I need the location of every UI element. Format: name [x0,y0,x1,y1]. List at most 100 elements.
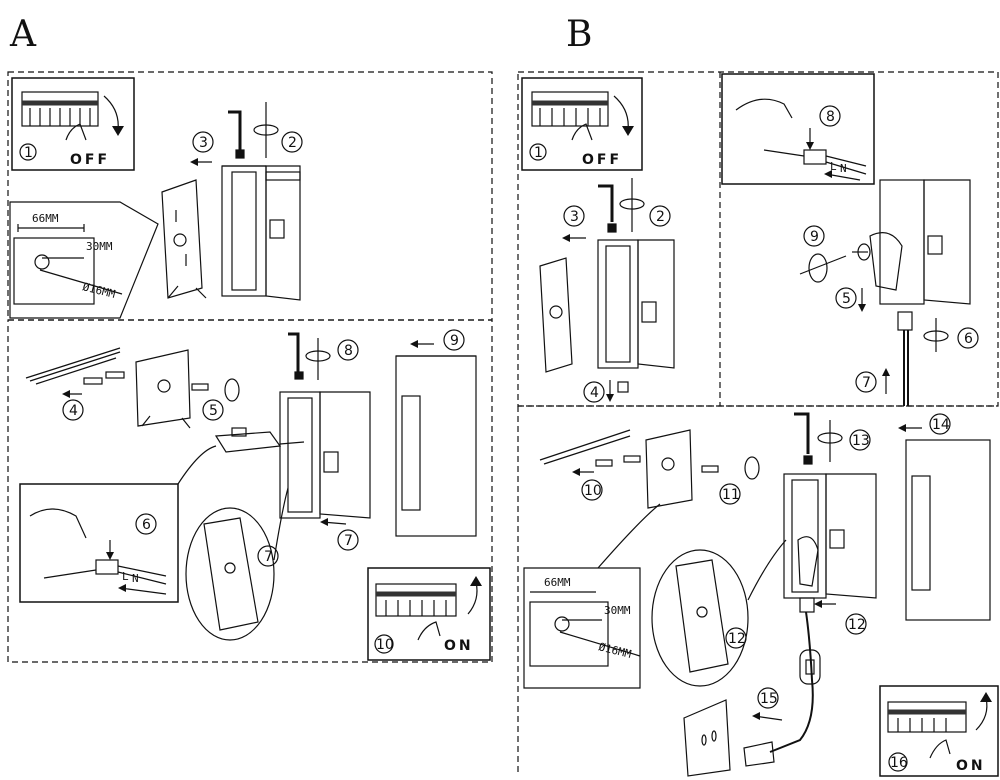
dim-width-label: 66MM [32,212,59,225]
section-a-label: A [9,14,37,55]
svg-text:3: 3 [570,209,579,225]
step-badge-b7 [855,371,877,393]
step-badge-b6 [957,327,979,349]
finger-icon [735,98,793,119]
svg-text:2: 2 [288,135,297,151]
step-badge-b2 [649,205,671,227]
lamp-housing-mounted [279,391,371,519]
svg-text:N: N [840,162,847,175]
screws [191,378,240,402]
svg-text:12: 12 [848,617,866,633]
lamp-housing [221,165,301,301]
svg-text:N: N [132,572,139,585]
dim-hole-label: Ø16MM [81,280,117,301]
step-badge-b4 [583,381,605,403]
dim-offset-label-b: 30MM [604,604,631,617]
rotate-arrow-icon [613,95,629,131]
screw-icon [607,223,617,233]
svg-text:4: 4 [69,403,78,419]
svg-text:10: 10 [376,637,394,653]
step-badge-10 [374,634,394,654]
step-badge-b5 [835,287,857,309]
breaker-off-panel: 1 OFF [11,77,135,171]
step-badge-9 [443,329,465,351]
rotation-arrow-icon [799,255,847,275]
power-cable [769,611,814,753]
on-label: ON [444,638,474,654]
off-label: OFF [70,152,110,168]
step-badge-b12b [845,613,867,635]
detail-zoom-circle-b: 12 [651,539,787,687]
panel-b-top [517,71,999,407]
svg-text:13: 13 [852,433,870,449]
svg-text:9: 9 [810,229,819,245]
dimension-callout-b: 66MM 30MM Ø16MM [523,503,661,689]
svg-text:7: 7 [862,375,871,391]
step-badge-b8 [819,105,841,127]
wall-bracket-b [645,429,693,509]
screw-icon [235,149,245,159]
inline-switch-icon [799,649,821,685]
screw-anchors [62,371,125,398]
svg-text:4: 4 [590,385,599,401]
step-badge-6 [135,513,157,535]
step-badge-2 [281,131,303,153]
section-a: 1 OFF 3 2 [7,71,493,663]
svg-text:6: 6 [142,517,151,533]
finger-icon [29,508,87,539]
lamp-shade-b [905,439,991,621]
rotate-arrow-icon [467,581,478,615]
dim-offset-label: 30MM [86,240,113,253]
panel-a-bottom [7,319,493,663]
step-badge-b16 [888,752,908,772]
svg-text:9: 9 [450,333,459,349]
step-badge-3 [192,131,214,153]
hand-icon [417,621,441,641]
wire-connection-inset-b: L N 8 [721,73,875,185]
wall-plane-b [539,429,631,465]
rotate-arrow-icon [975,697,988,731]
svg-text:3: 3 [199,135,208,151]
plug-icon [743,741,775,767]
svg-text:12: 12 [728,631,746,647]
step-badge-7b [337,529,359,551]
svg-text:6: 6 [964,331,973,347]
step-badge-b10 [581,479,603,501]
hand-icon [571,123,593,141]
svg-text:5: 5 [209,403,218,419]
svg-text:8: 8 [344,343,353,359]
rotate-arrow-icon [103,95,119,131]
step-badge-b13 [849,429,871,451]
detail-zoom-circle: 7 [185,487,289,641]
wire-connection-inset: L N 6 [19,445,217,603]
mounting-bracket-b [539,257,573,373]
svg-text:14: 14 [932,417,950,433]
hand-icon [929,739,951,759]
svg-text:7: 7 [264,549,273,565]
off-label-b: OFF [582,152,622,168]
breaker-on-panel-b: 16 ON [879,685,999,777]
svg-text:1: 1 [24,145,33,161]
svg-text:5: 5 [842,291,851,307]
step-badge-b14 [929,413,951,435]
svg-text:8: 8 [826,109,835,125]
step-badge-b12 [725,627,747,649]
svg-text:10: 10 [584,483,602,499]
svg-text:11: 11 [722,487,740,503]
step-badge-b9 [803,225,825,247]
step-badge-b15 [757,687,779,709]
step-badge-8 [337,339,359,361]
screw-icon [803,455,813,465]
dim-width-label-b: 66MM [544,576,571,589]
step-badge-b3 [563,205,585,227]
svg-text:16: 16 [890,755,908,771]
wall-socket-icon [683,699,731,777]
wall-plane [25,347,121,385]
dimension-callout: 66MM 30MM Ø16MM [9,201,159,319]
housing-with-cable [869,179,971,406]
breaker-on-panel: 10 ON [367,567,491,661]
lamp-housing-b [597,239,675,369]
svg-text:1: 1 [534,145,543,161]
